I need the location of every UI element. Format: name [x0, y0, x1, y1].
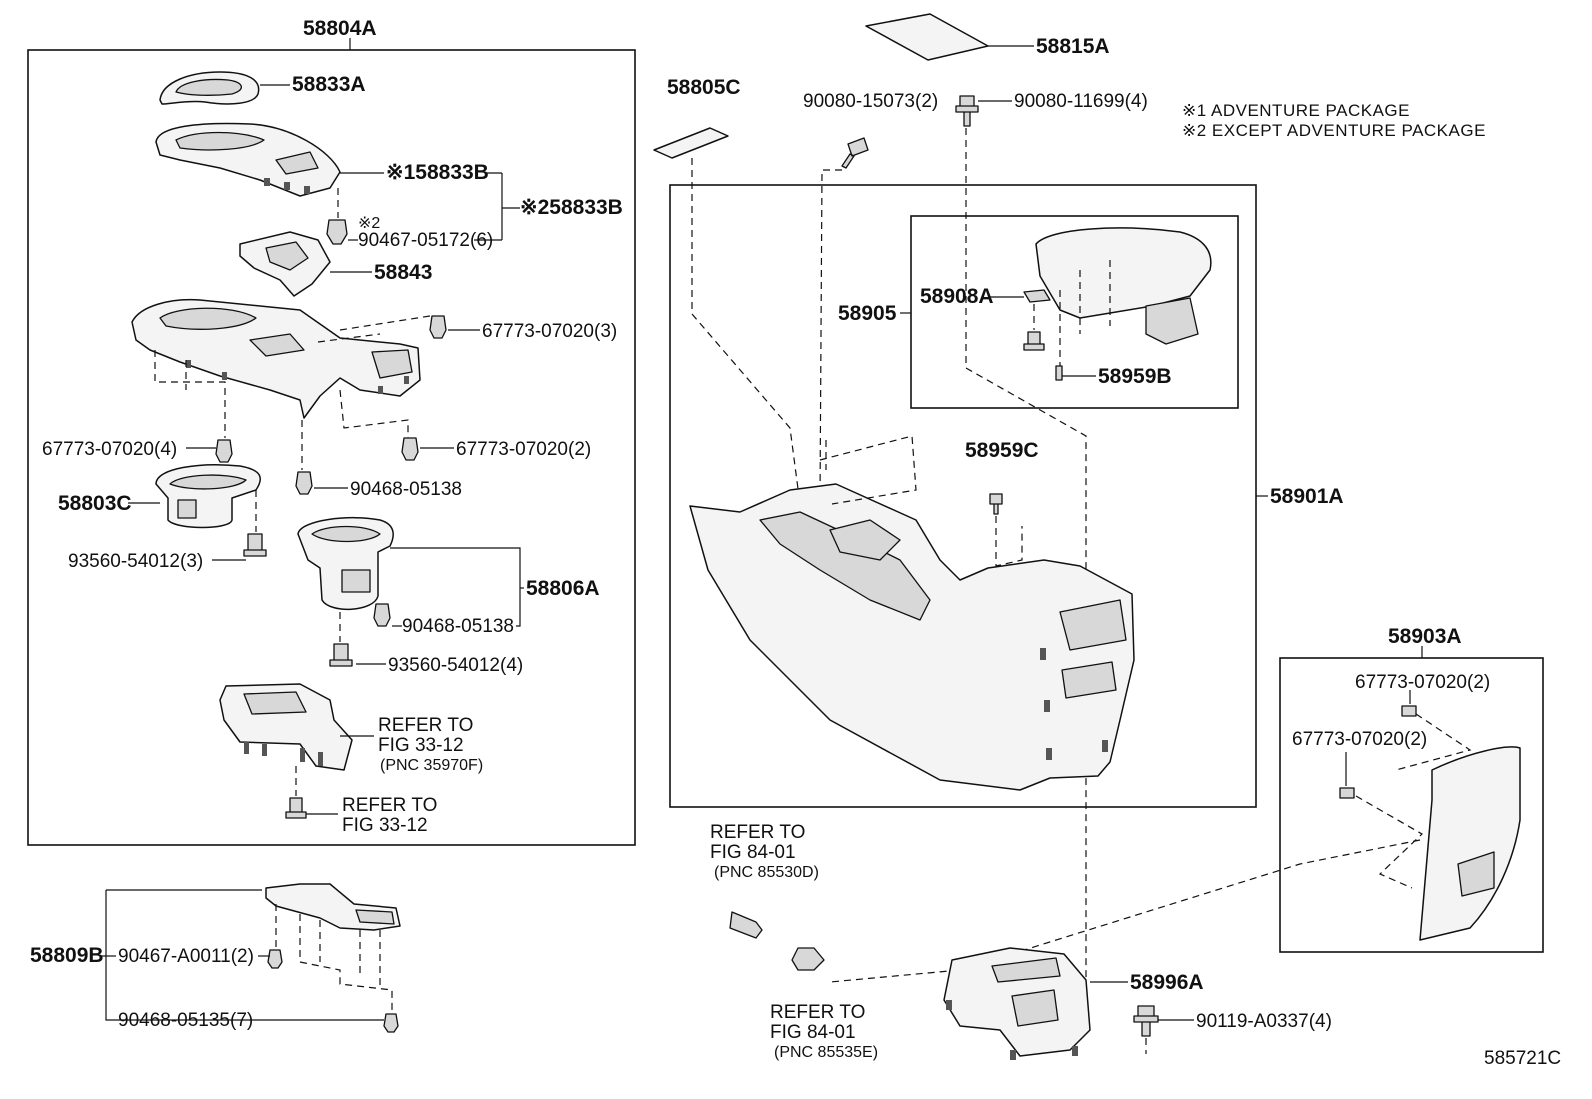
label-58901A: 58901A — [1270, 485, 1344, 508]
label-58959C: 58959C — [965, 439, 1039, 462]
screw-90080-11699 — [955, 95, 979, 127]
label-58833B-1: ※158833B — [386, 161, 489, 184]
label-67773-07020-2b: 67773-07020(2) — [1355, 672, 1490, 693]
part-58806A — [297, 516, 394, 611]
label-58905: 58905 — [838, 302, 897, 325]
label-58803C: 58803C — [58, 492, 132, 515]
note-1: ※1 ADVENTURE PACKAGE — [1182, 101, 1410, 120]
clip-67773-07020-2b — [1401, 705, 1417, 717]
clip-90468-05138b — [373, 603, 391, 627]
part-console-upper-panel — [131, 298, 421, 419]
label-58908A: 58908A — [920, 285, 994, 308]
part-58815A — [865, 13, 989, 61]
clip-67773-07020-2c — [1339, 787, 1355, 799]
screw-refer2 — [285, 797, 307, 819]
part-58843 — [239, 231, 331, 297]
part-58805C — [653, 127, 729, 159]
screw-90080-15073 — [841, 137, 869, 169]
group-box-58804A — [27, 49, 636, 846]
label-93560-54012-4: 93560-54012(4) — [388, 655, 523, 676]
label-67773-07020-4: 67773-07020(4) — [42, 439, 177, 460]
part-refer3-socket — [729, 911, 763, 939]
part-58901A-console — [689, 483, 1135, 791]
part-58833B — [155, 122, 341, 197]
label-58996A: 58996A — [1130, 971, 1204, 994]
label-58805C: 58805C — [667, 76, 741, 99]
label-58809B: 58809B — [30, 944, 104, 967]
group-box-58903A — [1279, 657, 1544, 953]
label-note2-mark: ※2 — [358, 215, 380, 232]
label-refer1-line3: (PNC 35970F) — [380, 757, 483, 774]
clip-67773-07020-3 — [429, 315, 447, 339]
label-90119-A0337: 90119-A0337(4) — [1196, 1011, 1332, 1032]
group-box-58905 — [910, 215, 1239, 409]
label-refer3-line1: REFER TO — [710, 822, 805, 843]
pin-58959B — [1055, 365, 1063, 381]
part-58833A — [159, 71, 260, 105]
pin-58959C — [989, 493, 1003, 515]
label-90468-05138a: 90468-05138 — [350, 479, 462, 500]
label-58833A: 58833A — [292, 73, 366, 96]
label-refer4-line3: (PNC 85535E) — [774, 1044, 878, 1061]
label-58804A: 58804A — [303, 17, 377, 40]
note-2: ※2 EXCEPT ADVENTURE PACKAGE — [1182, 121, 1486, 140]
screw-93560-54012-4 — [329, 643, 353, 667]
clip-90467-A0011 — [267, 949, 283, 969]
label-58903A: 58903A — [1388, 625, 1462, 648]
clip-90468-05138a — [295, 471, 313, 495]
label-90468-05138b: 90468-05138 — [402, 616, 514, 637]
part-58996A — [943, 947, 1091, 1060]
clip-90468-05135 — [383, 1013, 399, 1033]
clip-90467-05172 — [326, 219, 348, 245]
label-67773-07020-2c: 67773-07020(2) — [1292, 729, 1427, 750]
part-58908A — [1023, 289, 1051, 303]
clip-67773-07020-2a — [401, 437, 419, 461]
label-58833B-2: ※258833B — [520, 196, 623, 219]
screw-93560-54012-3 — [243, 533, 267, 557]
part-58903A-panel — [1419, 746, 1521, 941]
label-90467-A0011: 90467-A0011(2) — [118, 946, 254, 967]
part-58809B — [265, 883, 401, 931]
screw-58908A — [1023, 331, 1045, 351]
label-refer2-line1: REFER TO — [342, 795, 437, 816]
label-93560-54012-3: 93560-54012(3) — [68, 551, 203, 572]
label-refer4-line2: FIG 84-01 — [770, 1022, 856, 1043]
part-armrest-lid — [1035, 227, 1212, 345]
label-refer3-line2: FIG 84-01 — [710, 842, 796, 863]
screw-90119-A0337 — [1133, 1005, 1159, 1037]
part-refer4-socket — [791, 947, 825, 971]
part-58803C — [155, 464, 262, 529]
label-refer1-line2: FIG 33-12 — [378, 735, 464, 756]
label-58843: 58843 — [374, 261, 432, 284]
label-58959B: 58959B — [1098, 365, 1172, 388]
part-shift-lever-ref — [219, 683, 353, 771]
label-90467-05172: 90467-05172(6) — [358, 230, 493, 251]
label-refer1-line1: REFER TO — [378, 715, 473, 736]
label-90468-05135: 90468-05135(7) — [118, 1010, 253, 1031]
label-refer4-line1: REFER TO — [770, 1002, 865, 1023]
label-refer3-line3: (PNC 85530D) — [714, 864, 819, 881]
diagram-id: 585721C — [1484, 1048, 1561, 1069]
label-58806A: 58806A — [526, 577, 600, 600]
label-58815A: 58815A — [1036, 35, 1110, 58]
label-90080-11699: 90080-11699(4) — [1014, 91, 1148, 112]
clip-67773-07020-4 — [215, 439, 233, 463]
label-90080-15073: 90080-15073(2) — [803, 91, 938, 112]
label-67773-07020-3: 67773-07020(3) — [482, 321, 617, 342]
label-refer2-line2: FIG 33-12 — [342, 815, 428, 836]
label-67773-07020-2a: 67773-07020(2) — [456, 439, 591, 460]
